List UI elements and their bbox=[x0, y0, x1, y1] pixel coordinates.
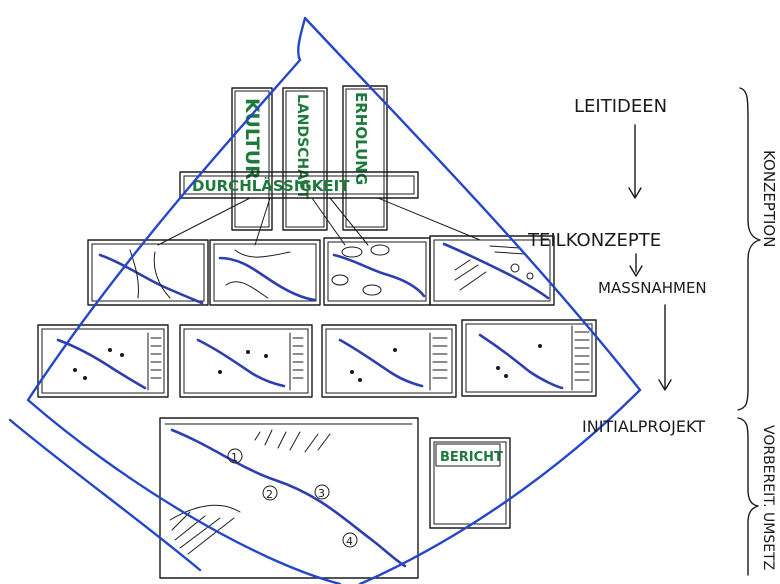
pillar-kultur-label: KULTUR bbox=[241, 98, 263, 180]
massnahme-box-3 bbox=[321, 324, 457, 398]
teilkonzept-box-4 bbox=[429, 235, 555, 306]
phase-konzeption-label: KONZEPTION bbox=[760, 150, 778, 247]
massnahme-box-4 bbox=[461, 319, 597, 397]
massnahme-box-1 bbox=[37, 324, 169, 398]
pillar-kultur: KULTUR bbox=[231, 87, 273, 231]
diamond-outline bbox=[26, 16, 642, 584]
process-step-massnahmen: MASSNAHMEN bbox=[598, 279, 707, 297]
bericht-label: BERICHT bbox=[440, 450, 503, 465]
svg-text:1: 1 bbox=[231, 451, 238, 464]
phase-brace-umsetzung: VORBEREIT. UMSETZ bbox=[737, 417, 776, 576]
base-beam-label: DURCHLÄSSIGKEIT bbox=[192, 176, 350, 195]
process-step-leitideen: LEITIDEEN bbox=[574, 96, 667, 117]
teilkonzept-box-1 bbox=[87, 239, 209, 306]
pillar-landschaft: LANDSCHAFT bbox=[282, 87, 328, 231]
process-step-initialprojekt: INITIALPROJEKT bbox=[582, 417, 705, 436]
phase-umsetzung-label: VORBEREIT. UMSETZ bbox=[760, 425, 776, 570]
pillar-erholung: ERHOLUNG bbox=[342, 85, 388, 231]
diamond-inner-left bbox=[8, 418, 202, 572]
svg-text:2: 2 bbox=[266, 488, 273, 501]
pillar-erholung-label: ERHOLUNG bbox=[352, 92, 370, 185]
pillar-landschaft-label: LANDSCHAFT bbox=[294, 94, 310, 200]
initialprojekt-plan: 1 2 3 4 bbox=[159, 417, 419, 579]
plan-marker-3: 3 bbox=[314, 484, 330, 500]
teilkonzept-box-3 bbox=[323, 237, 431, 306]
phase-brace-konzeption: KONZEPTION bbox=[737, 87, 778, 411]
process-column: LEITIDEEN TEILKONZEPTE MASSNAHMEN INITIA… bbox=[527, 96, 707, 436]
svg-text:3: 3 bbox=[318, 487, 325, 500]
base-beam: DURCHLÄSSIGKEIT bbox=[179, 171, 419, 199]
teilkonzept-box-2 bbox=[209, 239, 321, 306]
plan-marker-1: 1 bbox=[227, 448, 243, 464]
bericht-box: BERICHT bbox=[429, 437, 511, 529]
plan-marker-2: 2 bbox=[262, 485, 278, 501]
connector-lines bbox=[157, 197, 481, 246]
plan-marker-4: 4 bbox=[342, 532, 358, 548]
massnahme-box-2 bbox=[179, 324, 313, 398]
process-step-teilkonzepte: TEILKONZEPTE bbox=[527, 230, 661, 251]
svg-text:4: 4 bbox=[346, 535, 353, 548]
